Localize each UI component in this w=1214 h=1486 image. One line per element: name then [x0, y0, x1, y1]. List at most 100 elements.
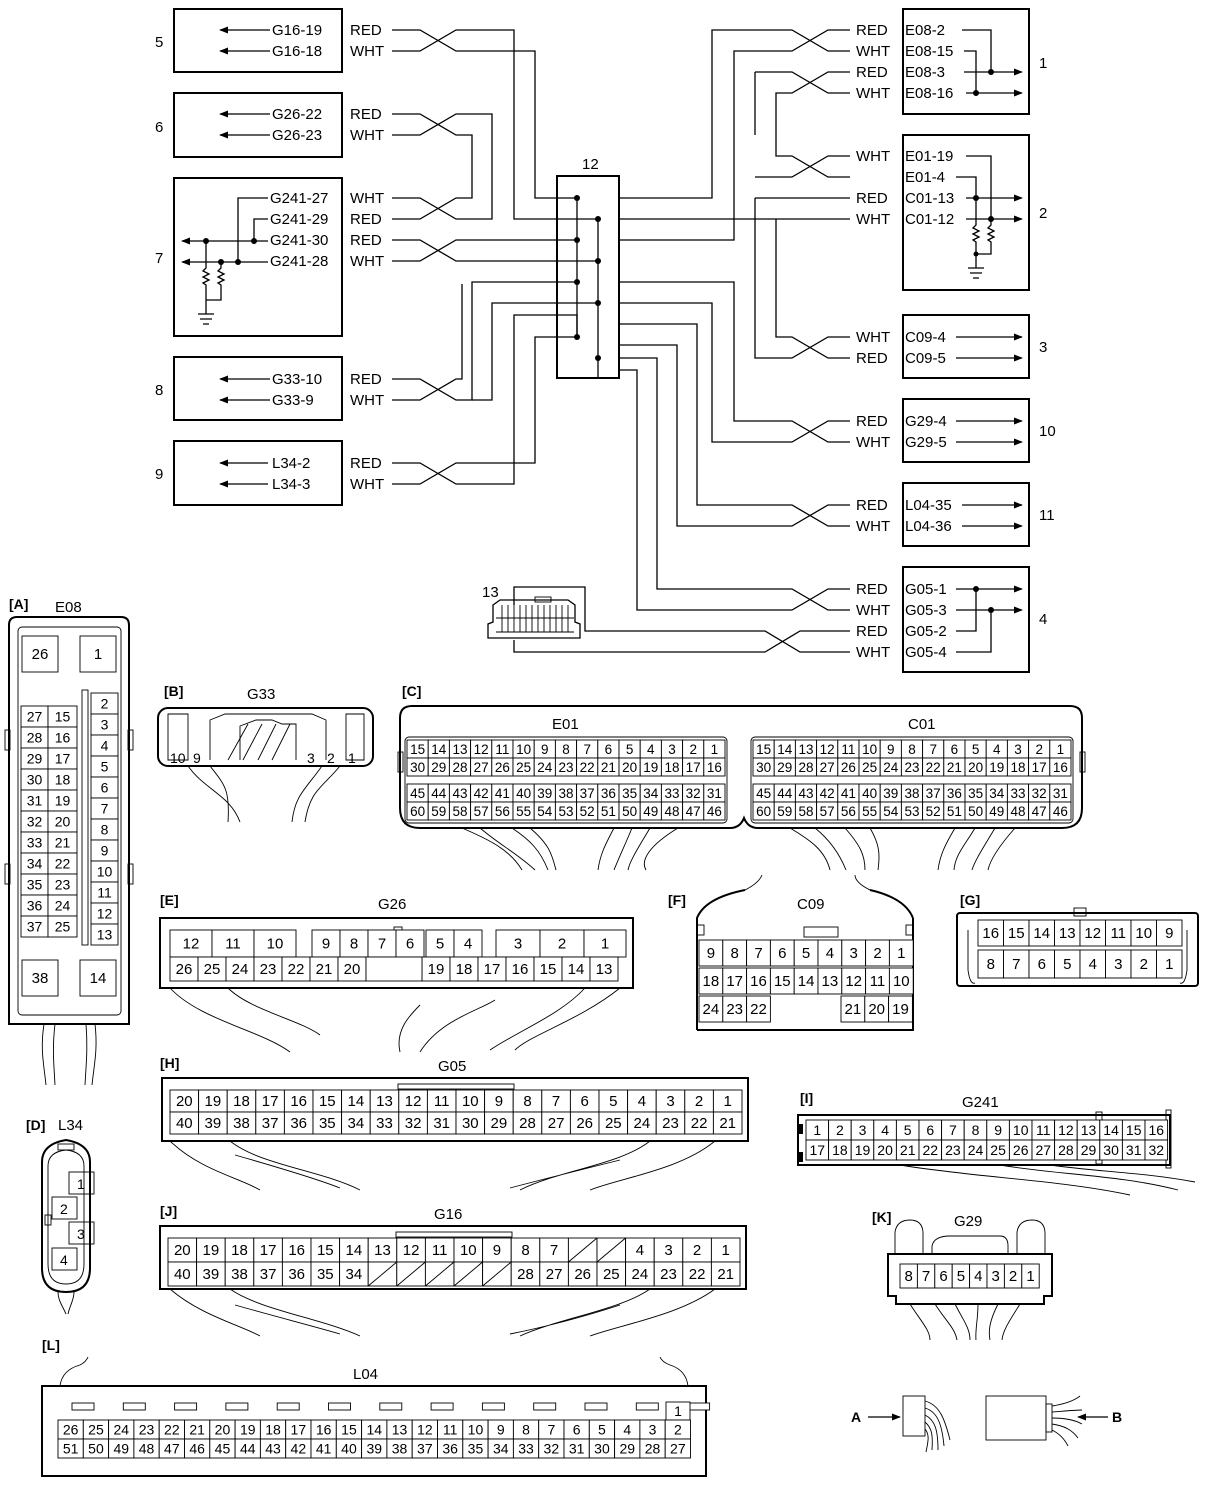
pin: 13	[376, 1093, 393, 1110]
pin-cell: 12	[90, 902, 119, 925]
pin-cell: 41	[837, 783, 860, 803]
pin-cell: 1	[1156, 949, 1183, 979]
pin-cell: 31	[1049, 783, 1072, 803]
pin: 36	[947, 786, 962, 801]
pin: 43	[452, 786, 467, 801]
pin: 36	[442, 1441, 458, 1457]
pin-cell: 23	[941, 1139, 965, 1161]
pin-cell: 9	[90, 839, 119, 862]
pin: 2	[1009, 1268, 1017, 1285]
pin: 16	[512, 961, 529, 978]
pin-cell: 6	[90, 776, 119, 799]
pin: 20	[174, 1242, 191, 1259]
pin: 50	[968, 804, 983, 819]
pin-cell: 3	[850, 1119, 875, 1141]
pin: 4	[974, 1268, 982, 1285]
pin: 23	[139, 1422, 155, 1438]
pin: 21	[717, 1266, 734, 1283]
pin: 2	[689, 742, 697, 757]
pin: 8	[987, 956, 995, 973]
pin: 15	[410, 742, 425, 757]
pin: 12	[845, 973, 862, 990]
pin: 10	[893, 973, 910, 990]
pin: 24	[634, 1115, 651, 1132]
pin-cell: 5	[618, 739, 641, 759]
pin: 7	[583, 742, 591, 757]
pin: 13	[374, 1242, 391, 1259]
wire-color: RED	[856, 497, 888, 514]
pin: 11	[434, 1093, 450, 1110]
pin: 21	[55, 835, 71, 851]
pin: 25	[862, 760, 877, 775]
pin-cell: 20	[873, 1139, 897, 1161]
pin-cell: 22	[684, 1111, 714, 1135]
pin: 2	[60, 1201, 68, 1217]
pin-cell: 12	[411, 1419, 438, 1440]
connector-name: G05	[438, 1058, 466, 1075]
pin: 22	[926, 760, 941, 775]
pin: 46	[707, 804, 722, 819]
pin-cell: 5	[793, 939, 819, 967]
pin-cell: 15	[1121, 1119, 1146, 1141]
pin: 23	[55, 877, 71, 893]
pin: 54	[883, 804, 899, 819]
pin-cell: 15	[1003, 919, 1030, 947]
pin-cell: 33	[20, 831, 49, 854]
pin-cell: 7	[1003, 949, 1030, 979]
pin-cell: 28	[639, 1438, 666, 1459]
pin-cell: 5	[895, 1119, 920, 1141]
pin: 28	[517, 1266, 534, 1283]
pin: 23	[662, 1115, 679, 1132]
pin-cell: 32	[398, 1111, 428, 1135]
pin-cell: 9	[533, 739, 556, 759]
pin: 1	[1026, 1268, 1034, 1285]
pin-cell: 27	[470, 757, 493, 777]
pin-cell: 10	[512, 739, 535, 759]
pin: 2	[558, 936, 566, 953]
pin-label: E08-2	[905, 22, 945, 39]
pin-cell: 36	[281, 1261, 312, 1287]
pin-cell: 1	[1049, 739, 1072, 759]
pin: 47	[686, 804, 701, 819]
pin-cell: 46	[703, 801, 726, 821]
pin: 4	[647, 742, 655, 757]
view-tag: [G]	[960, 892, 980, 908]
pin: 60	[410, 804, 425, 819]
wire-color: RED	[350, 106, 382, 123]
pin-cell: 11	[211, 929, 255, 958]
pin-cell: 7	[941, 1119, 965, 1141]
pin-label: G29-4	[905, 413, 947, 430]
connector-name: C01	[908, 716, 936, 733]
pin: 51	[601, 804, 616, 819]
pin-label: G16-19	[272, 22, 322, 39]
pin-cell: 45	[752, 783, 775, 803]
pin: 28	[519, 1115, 536, 1132]
pin: 7	[378, 936, 386, 953]
pin: 15	[317, 1242, 334, 1259]
cavity-latch	[584, 1402, 608, 1411]
pin: 5	[626, 742, 634, 757]
pin-cell: 37	[411, 1438, 438, 1459]
pin-cell: 41	[491, 783, 514, 803]
pin-cell: 26	[491, 757, 514, 777]
pin: 1	[724, 1093, 732, 1110]
pin: 31	[1126, 1142, 1142, 1158]
pin: 6	[1038, 956, 1046, 973]
pin-cell: 22	[158, 1419, 185, 1440]
pin: 1	[601, 936, 609, 953]
pin-cell: 6	[1028, 949, 1055, 979]
wire-color: RED	[856, 623, 888, 640]
pin: 9	[322, 936, 330, 953]
pin: 9	[541, 742, 549, 757]
pin-cell: 15	[752, 739, 775, 759]
pin: 9	[707, 945, 715, 962]
pin-cell: 14	[793, 967, 819, 995]
pin: 3	[664, 1242, 672, 1259]
pin: 46	[189, 1441, 205, 1457]
pin: 23	[660, 1266, 677, 1283]
pin-cell: 7	[576, 739, 599, 759]
pin-cell: 32	[20, 810, 49, 833]
group-number: 9	[155, 466, 163, 483]
pin-cell: 9	[879, 739, 902, 759]
